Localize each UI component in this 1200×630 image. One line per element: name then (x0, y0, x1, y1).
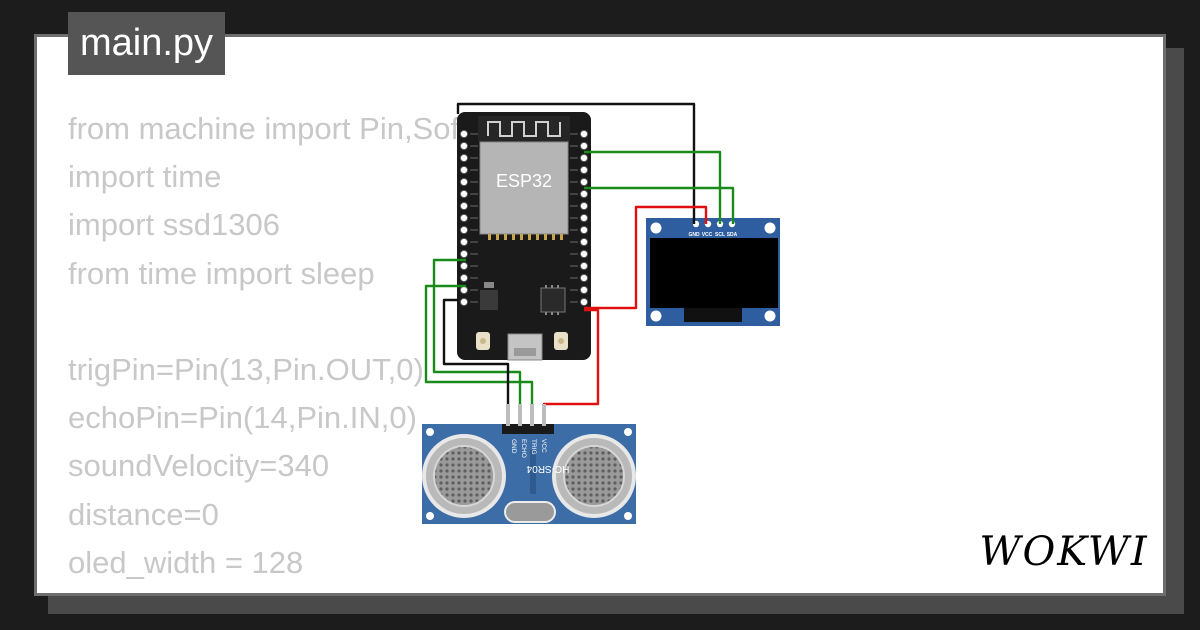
project-preview-card: from machine import Pin,Sof import time … (34, 34, 1166, 596)
sensor-label: HC-SR04 (526, 463, 569, 474)
code-line: import time (68, 159, 222, 195)
oled-pin-vcc: VCC (702, 232, 713, 238)
wire-trig (424, 284, 534, 424)
code-line: distance=0 (68, 496, 219, 532)
esp32-label: ESP32 (496, 171, 552, 191)
sensor-pin-vcc: VCC (540, 439, 547, 453)
wire-gnd-oled (456, 102, 696, 224)
oled-pin-scl: SCL (715, 232, 725, 238)
code-line: from time import sleep (68, 255, 375, 291)
oled-display[interactable]: GND VCC SCL SDA (646, 218, 780, 326)
wire-vcc-oled (584, 205, 708, 310)
sensor-pin-gnd: GND (510, 439, 517, 454)
code-line: soundVelocity=340 (68, 448, 330, 484)
wire-sda (584, 186, 735, 224)
esp32-board[interactable]: ESP32 (457, 112, 591, 361)
wire-gnd-sensor (442, 298, 510, 424)
wokwi-logo: WOKWI (979, 529, 1148, 575)
code-line: oled_height = 64 (68, 587, 459, 594)
ultrasonic-sensor[interactable]: HC-SR04 GND ECHO TRIG VCC (422, 424, 636, 524)
code-line: trigPin=Pin(13,Pin.OUT,0) (68, 351, 424, 387)
wire-scl (584, 150, 722, 224)
code-line: from machine import Pin,Sof (68, 111, 460, 146)
code-preview: from machine import Pin,Sof import time … (68, 105, 460, 594)
code-line: echoPin=Pin(14,Pin.IN,0) (68, 400, 417, 436)
code-line: oled_width = 128 (68, 544, 304, 580)
code-line: import ssd1306 (68, 207, 280, 243)
oled-pin-sda: SDA (727, 232, 738, 238)
wokwi-logo-text: WOKWI (979, 529, 1148, 575)
sensor-pin-trig: TRIG (530, 439, 537, 455)
wire-echo (432, 258, 522, 424)
oled-pin-gnd: GND (688, 232, 700, 238)
sensor-pin-echo: ECHO (520, 439, 527, 458)
file-tab[interactable]: main.py (68, 12, 226, 75)
